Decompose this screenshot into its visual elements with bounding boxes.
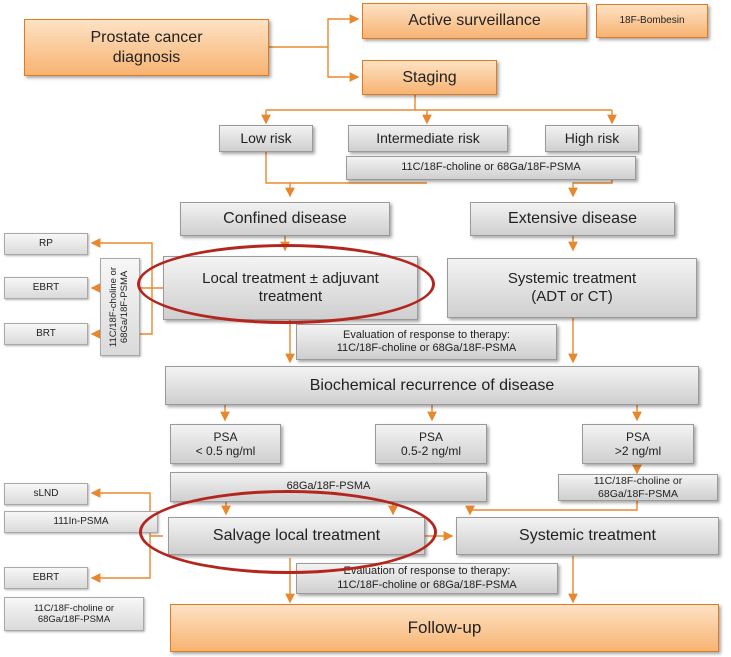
node-staging: Staging [362,60,497,95]
node-intermediate-risk: Intermediate risk [348,125,508,152]
node-extensive-disease: Extensive disease [470,202,675,236]
node-staging-imaging: 11C/18F-choline or 68Ga/18F-PSMA [346,156,636,180]
connector-diagnosis-branch [269,14,360,48]
node-ebrt-1: EBRT [4,277,88,299]
node-active-surveillance: Active surveillance [362,3,587,39]
connector-diagnosis-staging [327,47,360,82]
node-confined-disease: Confined disease [180,202,390,236]
connector-low-risk-down [265,152,295,198]
node-ebrt-2: EBRT [4,567,88,589]
node-brt: BRT [4,323,88,345]
node-slnd: sLND [4,483,88,505]
local-imaging-vertical-text: 11C/18F-choline or 68Ga/18F-PSMA [108,266,130,348]
node-18f-bombesin: 18F-Bombesin [596,4,708,38]
node-follow-up: Follow-up [170,604,719,652]
node-psa-high: PSA >2 ng/ml [582,424,694,464]
connector-imaging-systemic [465,501,638,516]
connector-high-risk-down [568,180,613,198]
node-local-imaging-vertical: 11C/18F-choline or 68Ga/18F-PSMA [100,258,140,356]
node-prostate-cancer-diagnosis: Prostate cancer diagnosis [24,19,269,76]
connector-salvage-ebrt [90,536,151,583]
node-biochemical-recurrence: Biochemical recurrence of disease [165,366,699,405]
node-low-risk: Low risk [219,125,313,152]
node-systemic-treatment-2: Systemic treatment [456,517,719,555]
node-salvage-imaging: 11C/18F-choline or 68Ga/18F-PSMA [4,597,144,631]
node-111in-psma: 111In-PSMA [4,511,158,533]
node-systemic-treatment-1: Systemic treatment (ADT or CT) [447,258,697,318]
node-psa-mid: PSA 0.5-2 ng/ml [375,424,487,464]
node-high-risk: High risk [545,125,639,152]
node-response-eval-1: Evaluation of response to therapy: 11C/1… [296,324,557,360]
highlight-ellipse-local-treatment [137,244,435,324]
node-psa-low: PSA < 0.5 ng/ml [170,424,281,464]
node-rp: RP [4,233,88,255]
node-high-psa-imaging: 11C/18F-choline or 68Ga/18F-PSMA [558,474,718,501]
highlight-ellipse-salvage-treatment [139,490,437,574]
